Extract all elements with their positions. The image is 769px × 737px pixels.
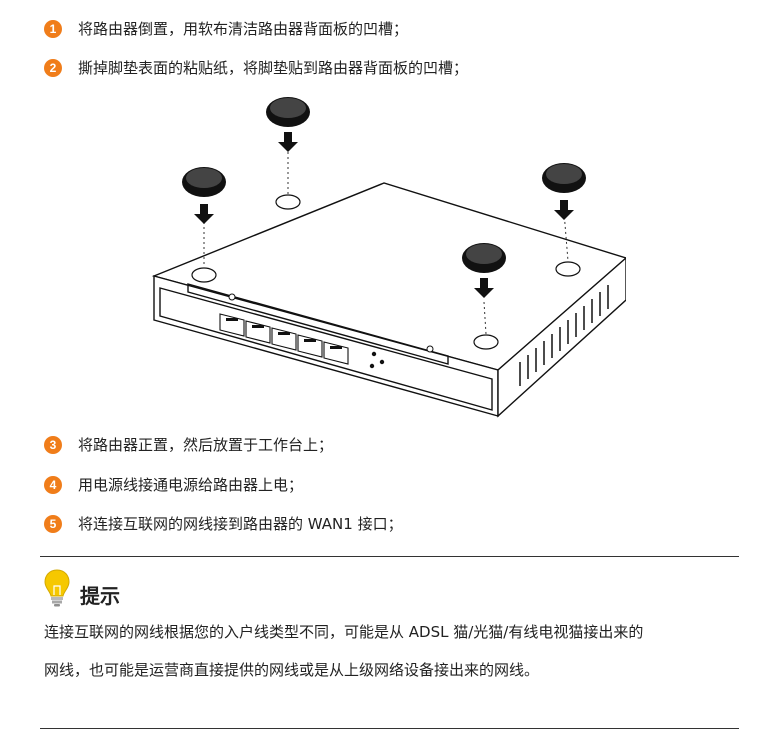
tip-text-line-1: 连接互联网的网线根据您的入户线类型不同，可能是从 ADSL 猫/光猫/有线电视猫… xyxy=(44,623,644,641)
foot-recesses xyxy=(191,194,581,350)
side-vents xyxy=(519,285,609,386)
guide-lines xyxy=(203,152,569,335)
step-text: 将路由器正置，然后放置于工作台上； xyxy=(78,436,334,454)
screws xyxy=(228,293,434,353)
step-text: 将连接互联网的网线接到路由器的 WAN1 接口； xyxy=(78,515,403,533)
step-2: 2 撕掉脚垫表面的粘贴纸，将脚垫贴到路由器背面板的凹槽； xyxy=(44,58,468,78)
router-feet-illustration xyxy=(151,97,626,418)
tip-title: 提示 xyxy=(80,584,120,608)
divider-bottom xyxy=(40,728,739,729)
step-number-badge: 5 xyxy=(44,515,62,533)
tip-text-line-2: 网线，也可能是运营商直接提供的网线或是从上级网络设备接出来的网线。 xyxy=(44,661,540,679)
step-5: 5 将连接互联网的网线接到路由器的 WAN1 接口； xyxy=(44,514,403,534)
step-4: 4 用电源线接通电源给路由器上电； xyxy=(44,475,303,495)
step-number-badge: 1 xyxy=(44,20,62,38)
step-number-badge: 2 xyxy=(44,59,62,77)
step-number-badge: 4 xyxy=(44,476,62,494)
lightbulb-icon xyxy=(44,568,70,606)
down-arrow-icons xyxy=(194,132,574,298)
step-text: 撕掉脚垫表面的粘贴纸，将脚垫贴到路由器背面板的凹槽； xyxy=(78,59,469,77)
step-1: 1 将路由器倒置，用软布清洁路由器背面板的凹槽； xyxy=(44,19,408,39)
led-indicators xyxy=(369,351,385,369)
step-text: 用电源线接通电源给路由器上电； xyxy=(78,476,304,494)
divider-top xyxy=(40,556,739,557)
step-text: 将路由器倒置，用软布清洁路由器背面板的凹槽； xyxy=(78,20,409,38)
tip-header: 提示 xyxy=(44,566,120,609)
step-3: 3 将路由器正置，然后放置于工作台上； xyxy=(44,435,333,455)
step-number-badge: 3 xyxy=(44,436,62,454)
